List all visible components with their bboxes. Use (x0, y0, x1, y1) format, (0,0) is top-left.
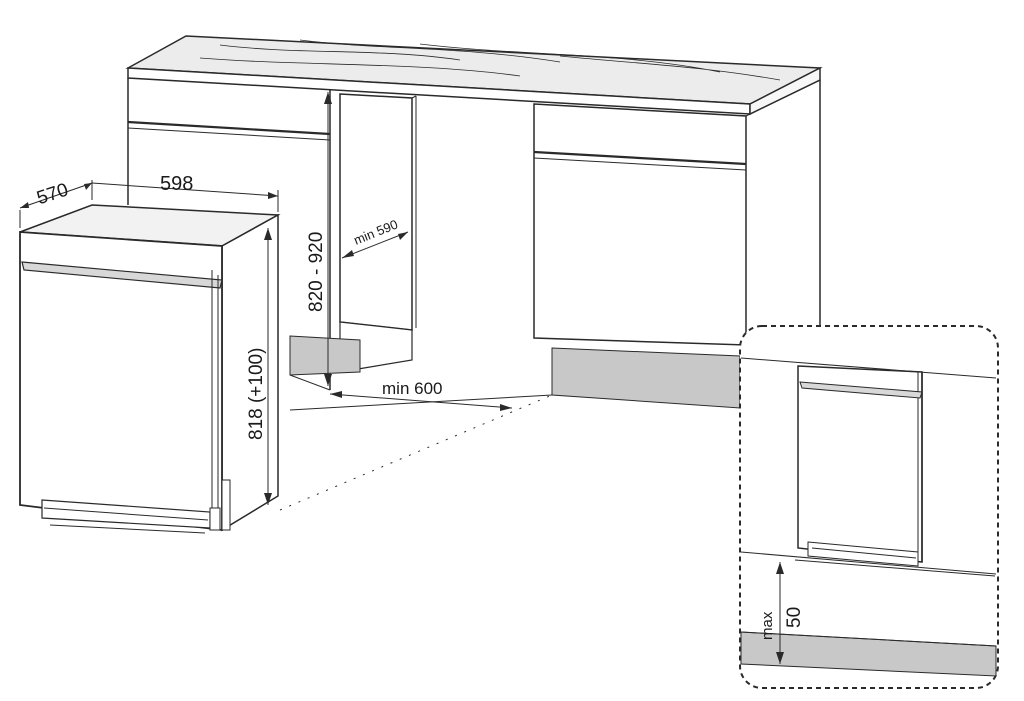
detail-inset (739, 325, 999, 689)
countertop (125, 35, 823, 116)
label-min-600: min 600 (382, 379, 442, 398)
label-max: max (759, 611, 776, 640)
dimension-818 (264, 228, 272, 505)
right-cabinet (533, 79, 821, 409)
label-50: 50 (784, 607, 805, 628)
label-598: 598 (160, 173, 193, 195)
niche-side-panel (339, 93, 417, 373)
dimension-570 (19, 182, 93, 228)
dishwasher (19, 204, 281, 534)
dimension-min-590 (341, 231, 409, 259)
label-818: 818 (+100) (246, 348, 267, 440)
label-570: 570 (34, 180, 71, 210)
dimension-min-600 (329, 391, 513, 411)
dimension-598 (91, 180, 279, 212)
label-820-920: 820 - 920 (306, 232, 327, 312)
floor-lines (279, 394, 553, 511)
dimension-820-920 (324, 92, 332, 386)
left-plinth (289, 335, 361, 376)
